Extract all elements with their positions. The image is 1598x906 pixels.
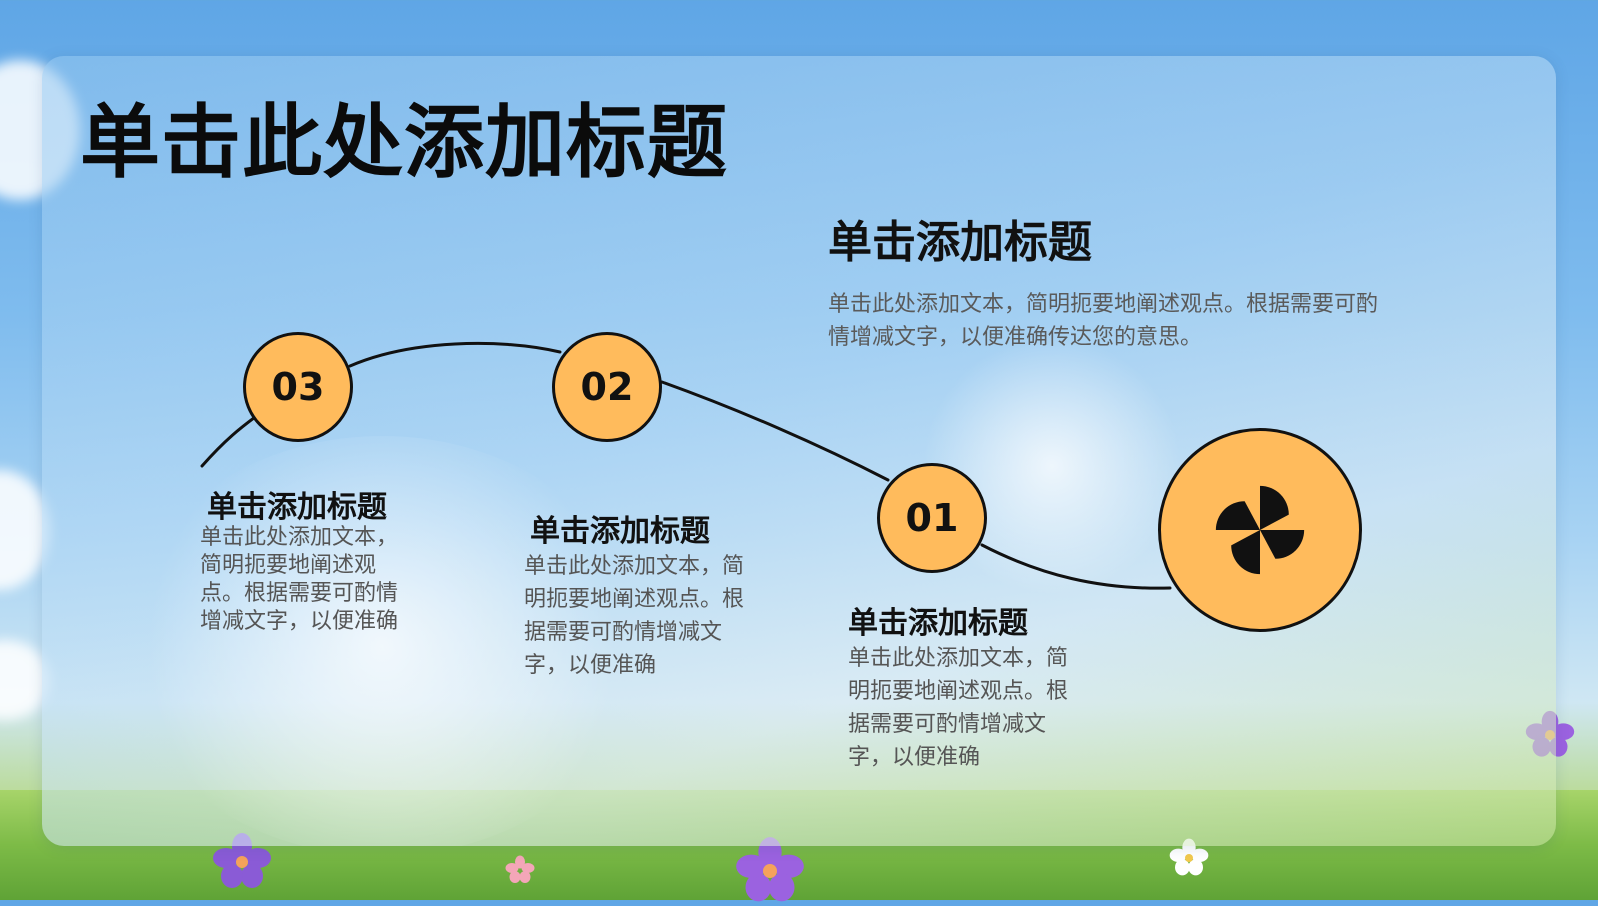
feature-title[interactable]: 单击添加标题 [828, 206, 1092, 270]
step-text-03[interactable]: 单击此处添加文本，简明扼要地阐述观点。根据需要可酌情增减文字，以便准确 [200, 524, 415, 636]
step-title-03[interactable]: 单击添加标题 [207, 482, 387, 526]
step-badge-02: 02 [552, 332, 662, 442]
step-text-02[interactable]: 单击此处添加文本，简明扼要地阐述观点。根据需要可酌情增减文字，以便准确 [524, 550, 744, 682]
feature-icon-circle [1158, 428, 1362, 632]
feature-text[interactable]: 单击此处添加文本，简明扼要地阐述观点。根据需要可酌情增减文字，以便准确传达您的意… [828, 288, 1388, 354]
step-text-01[interactable]: 单击此处添加文本，简明扼要地阐述观点。根据需要可酌情增减文字，以便准确 [848, 642, 1068, 774]
step-badge-01: 01 [877, 463, 987, 573]
step-title-02[interactable]: 单击添加标题 [530, 506, 710, 550]
step-badge-03: 03 [243, 332, 353, 442]
step-title-01[interactable]: 单击添加标题 [848, 598, 1028, 642]
pinwheel-icon [1212, 482, 1308, 578]
step-number: 01 [906, 496, 959, 540]
step-number: 03 [272, 365, 325, 409]
step-number: 02 [581, 365, 634, 409]
